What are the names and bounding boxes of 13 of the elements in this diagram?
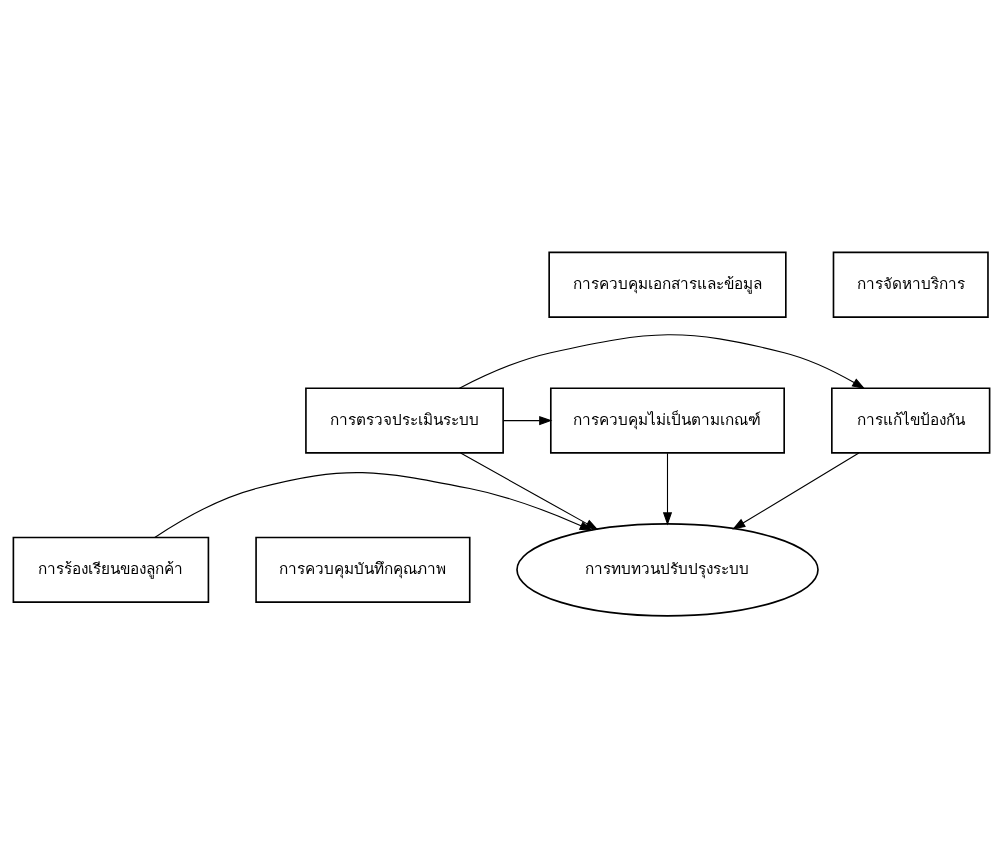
arrow	[731, 452, 859, 530]
node-box: การควบคุมบันทึกคุณภาพ	[254, 536, 471, 603]
node-box: การควบคุมไม่เป็นตามเกณฑ์	[549, 387, 785, 454]
arrow	[662, 452, 672, 526]
arrow	[458, 334, 865, 390]
arrow	[153, 472, 593, 538]
arrow	[459, 452, 598, 531]
node-box: การร้องเรียนของลูกค้า	[12, 536, 209, 603]
node-box: การจัดหาบริการ	[832, 251, 989, 318]
arrow	[502, 416, 552, 426]
node-box: การตรวจประเมินระบบ	[304, 387, 504, 454]
node-box: การแก้ไขป้องกัน	[830, 387, 990, 454]
node-box: การควบคุมเอกสารและข้อมูล	[547, 251, 787, 318]
